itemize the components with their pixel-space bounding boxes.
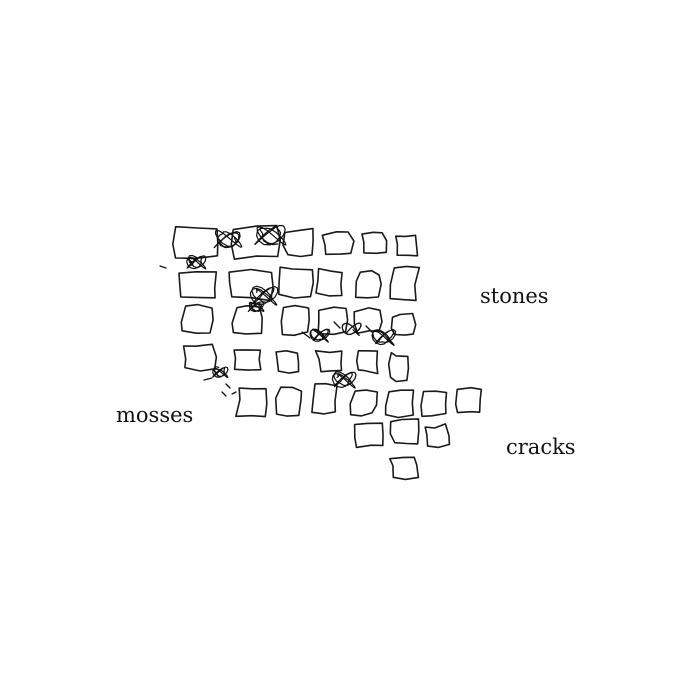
paving-stone: [420, 390, 448, 418]
paving-stone: [182, 343, 218, 372]
moss-scribble: [371, 329, 397, 346]
paving-stone: [233, 349, 262, 371]
paving-stone: [230, 224, 281, 260]
paving-stone: [361, 231, 388, 255]
moss-tick: [365, 325, 373, 333]
label-cracks: cracks: [506, 435, 576, 459]
paving-stone: [172, 225, 219, 260]
stone-grid: [172, 224, 483, 481]
paving-stone: [275, 350, 300, 374]
paving-stone: [354, 269, 382, 299]
paving-stone: [278, 266, 315, 299]
moss-tick: [203, 377, 213, 381]
paving-stone: [315, 267, 343, 297]
paving-stone: [180, 303, 214, 334]
paving-stone: [235, 387, 268, 418]
moss-scribble: [331, 371, 357, 389]
moss-scribbles: [159, 224, 397, 397]
moss-scribble: [212, 366, 229, 378]
moss-scribble: [186, 254, 207, 270]
moss-tick: [333, 321, 341, 329]
paving-stone: [274, 386, 303, 417]
label-mosses: mosses: [116, 403, 194, 427]
moss-tick: [159, 265, 167, 269]
paving-stone: [387, 351, 410, 383]
paving-stone: [321, 231, 355, 256]
moss-tick: [221, 391, 227, 397]
paving-stone: [282, 227, 314, 258]
moss-tick: [231, 391, 237, 395]
moss-scribble: [249, 285, 279, 306]
paving-stone: [389, 418, 420, 445]
paving-stone: [389, 456, 420, 481]
paving-stone: [389, 265, 421, 302]
paving-stone: [353, 422, 384, 449]
label-stones: stones: [480, 284, 549, 308]
moss-scribble: [213, 230, 243, 249]
moss-scribble: [247, 301, 265, 313]
moss-tick: [185, 257, 193, 263]
paving-stone: [384, 389, 415, 419]
moss-tick: [301, 331, 311, 339]
paving-stone: [395, 234, 419, 257]
moss-scribble: [254, 224, 287, 246]
moss-scribble: [309, 328, 331, 343]
paving-stone: [311, 382, 338, 415]
paving-stone: [349, 389, 379, 417]
paving-stone: [424, 423, 451, 449]
paving-stone: [454, 386, 483, 414]
paving-stone: [314, 350, 343, 373]
paving-stone: [355, 350, 379, 375]
moss-tick: [225, 383, 231, 389]
paving-stone: [178, 271, 218, 299]
paving-stone: [280, 304, 310, 337]
paving-stone: [317, 306, 349, 336]
moss-scribble: [341, 322, 362, 336]
